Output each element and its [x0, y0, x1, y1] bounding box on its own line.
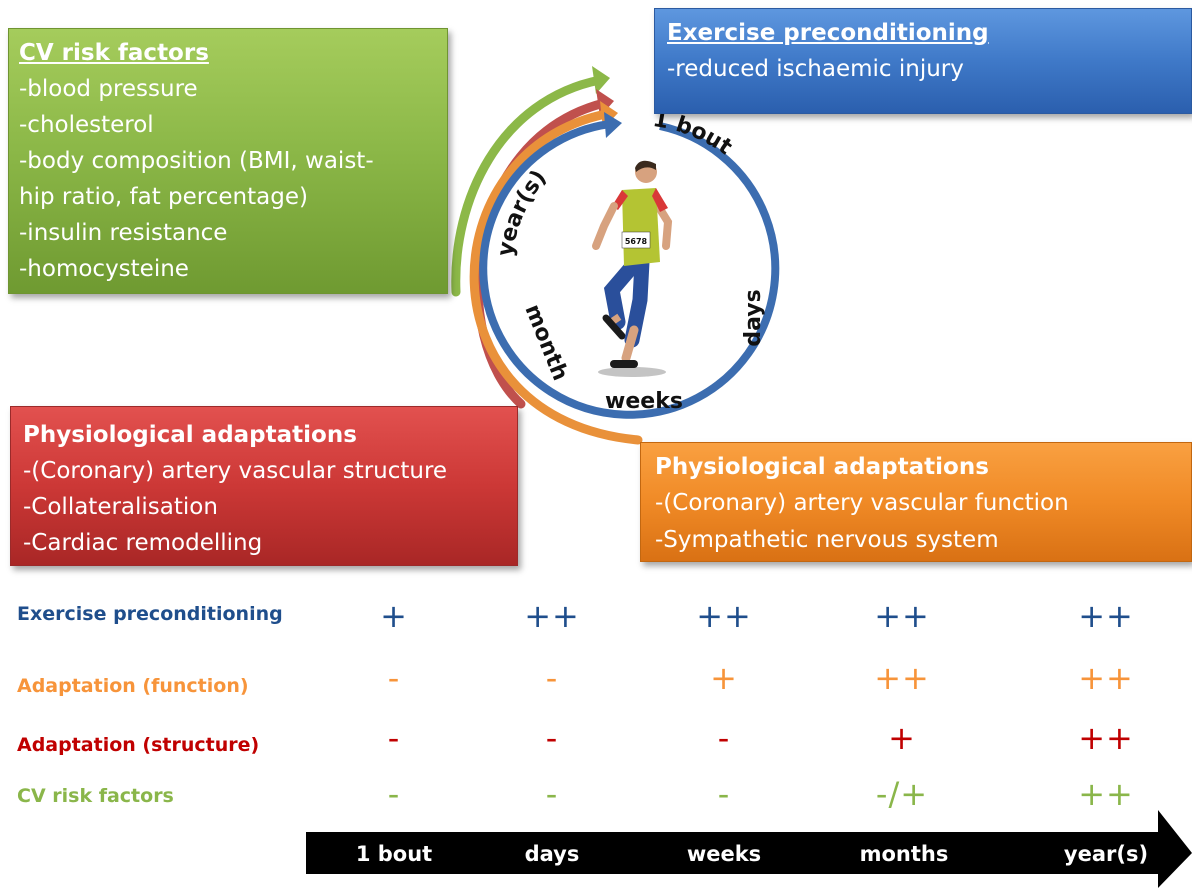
effect-cell: ++	[1078, 775, 1134, 813]
effect-cell: -/+	[875, 775, 929, 813]
cv-risk-item: -body composition (BMI, waist-	[19, 148, 374, 174]
row-label-function: Adaptation (function)	[17, 675, 249, 697]
timeline-label-days: days	[524, 842, 580, 866]
effect-cell: -	[717, 775, 731, 813]
runner-bib-number: 5678	[625, 237, 648, 246]
effect-cell: -	[387, 719, 401, 757]
structural-adaptation-item: -Collateralisation	[23, 494, 218, 520]
structural-adaptations-title: Physiological adaptations	[23, 422, 357, 448]
orange-arc-arrow	[469, 109, 643, 445]
effect-cell: ++	[1078, 659, 1134, 697]
cycle-label-bout: 1 bout	[651, 107, 737, 160]
timeline-label-bout: 1 bout	[355, 842, 433, 866]
cv-risk-factors-box: CV risk factors -blood pressure -cholest…	[8, 28, 448, 294]
structural-adaptation-item: -Cardiac remodelling	[23, 530, 263, 556]
effect-cell: -	[717, 719, 731, 757]
preconditioning-item: -reduced ischaemic injury	[667, 56, 964, 82]
functional-adaptation-item: -(Coronary) artery vascular function	[655, 490, 1069, 516]
effect-cell: +	[888, 719, 916, 757]
green-arrowhead	[592, 66, 610, 94]
effect-cell: +	[380, 597, 408, 635]
cv-risk-item: -cholesterol	[19, 112, 154, 138]
row-label-structure: Adaptation (structure)	[17, 734, 260, 756]
row-label-cv-risk: CV risk factors	[17, 785, 174, 807]
effect-cell: ++	[1078, 597, 1134, 635]
timeline-label-weeks: weeks	[686, 842, 762, 866]
structural-adaptations-box: Physiological adaptations -(Coronary) ar…	[10, 406, 518, 566]
cv-risk-item: -insulin resistance	[19, 220, 228, 246]
cv-risk-factors-title: CV risk factors	[19, 40, 209, 66]
functional-adaptations-title: Physiological adaptations	[655, 454, 989, 480]
effect-cell: -	[545, 719, 559, 757]
effect-cell: -	[387, 659, 401, 697]
exercise-preconditioning-title: Exercise preconditioning	[667, 20, 989, 46]
effect-cell: -	[387, 775, 401, 813]
timeline-label-years: year(s)	[1063, 842, 1149, 866]
effect-cell: ++	[524, 597, 580, 635]
functional-adaptations-box: Physiological adaptations -(Coronary) ar…	[640, 442, 1192, 562]
cycle-label-weeks: weeks	[605, 389, 683, 414]
cv-risk-item: hip ratio, fat percentage)	[19, 184, 308, 210]
runner-icon: 5678	[592, 160, 673, 377]
effect-cell: ++	[696, 597, 752, 635]
row-label-preconditioning: Exercise preconditioning	[17, 603, 283, 625]
blue-arrowhead	[604, 112, 622, 138]
svg-text:1 bout: 1 bout	[651, 107, 737, 160]
effect-cell: +	[710, 659, 738, 697]
structural-adaptation-item: -(Coronary) artery vascular structure	[23, 458, 448, 484]
effect-cell: -	[545, 659, 559, 697]
effect-cell: ++	[1078, 719, 1134, 757]
effect-cell: -	[545, 775, 559, 813]
blue-cycle-circle	[479, 120, 780, 419]
cycle-label-days: days	[741, 289, 766, 346]
effect-cell: ++	[874, 659, 930, 697]
effect-cell: ++	[874, 597, 930, 635]
green-arc-arrow	[451, 75, 605, 297]
timeline-label-months: months	[859, 842, 949, 866]
cv-risk-item: -homocysteine	[19, 256, 189, 282]
red-arrowhead	[596, 89, 614, 117]
cv-risk-item: -blood pressure	[19, 76, 198, 102]
functional-adaptation-item: -Sympathetic nervous system	[655, 527, 999, 553]
exercise-preconditioning-box: Exercise preconditioning -reduced ischae…	[654, 8, 1192, 114]
